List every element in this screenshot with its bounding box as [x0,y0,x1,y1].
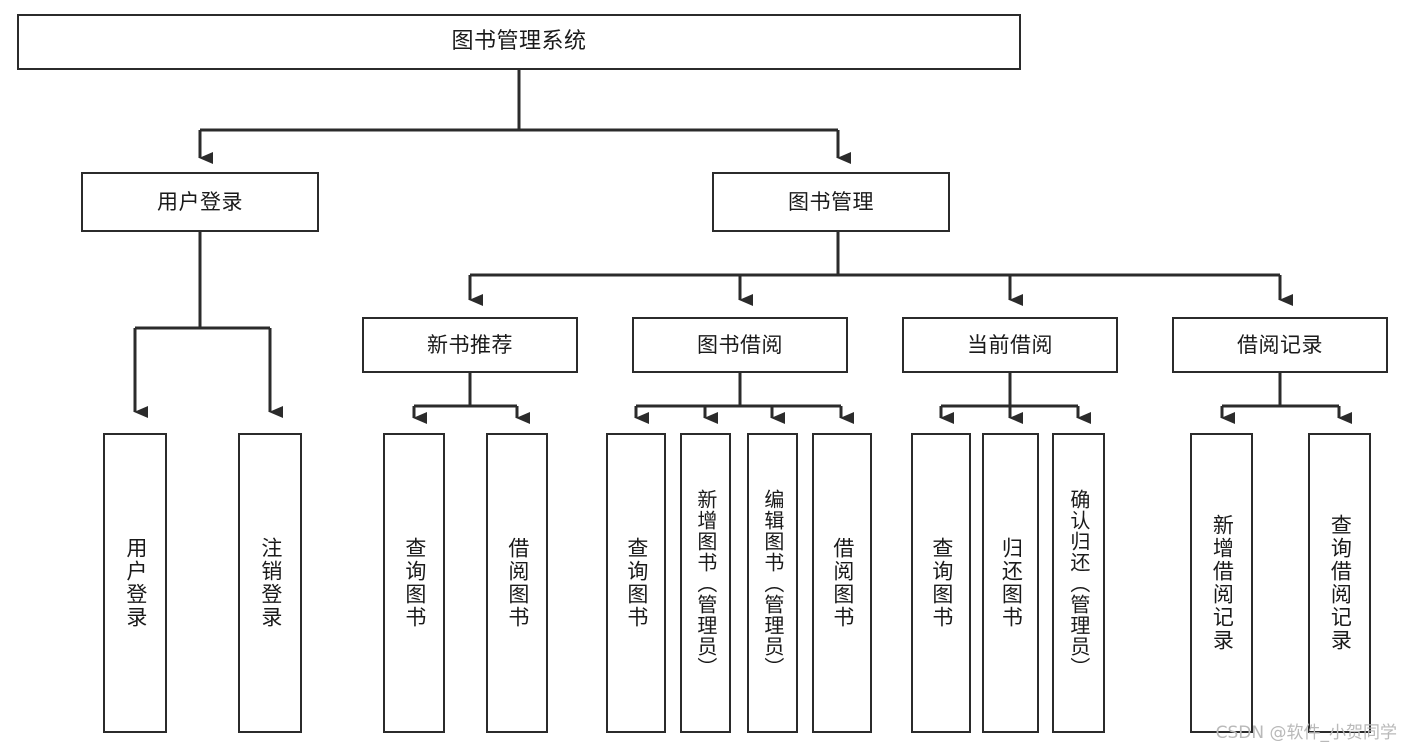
node-label: 借阅记录 [1237,332,1323,357]
node-label: 新增图书（管理员） [693,488,718,678]
node-label: 图书管理系统 [451,29,587,55]
node-current-borrowing[interactable]: 当前借阅 [902,317,1118,373]
node-label: 查询借阅记录 [1328,514,1353,652]
node-user-login[interactable]: 用户登录 [81,172,319,232]
node-label: 图书借阅 [697,332,783,357]
node-leaf-newbook-borrow-books[interactable]: 借阅图书 [486,433,548,733]
node-label: 新增借阅记录 [1210,514,1235,652]
node-label: 用户登录 [157,189,243,214]
node-label: 当前借阅 [967,332,1053,357]
node-leaf-borrowrecord-add-record[interactable]: 新增借阅记录 [1190,433,1253,733]
node-leaf-currentborrow-query-books[interactable]: 查询图书 [911,433,971,733]
node-leaf-bookborrow-query-books[interactable]: 查询图书 [606,433,666,733]
node-label: 查询图书 [624,537,649,629]
node-label: 查询图书 [929,537,954,629]
node-new-book-recommendation[interactable]: 新书推荐 [362,317,578,373]
node-label: 注销登录 [258,537,283,629]
node-book-management[interactable]: 图书管理 [712,172,950,232]
node-label: 查询图书 [402,537,427,629]
node-label: 编辑图书（管理员） [760,488,785,678]
node-label: 用户登录 [123,537,148,629]
node-borrowing-records[interactable]: 借阅记录 [1172,317,1388,373]
node-label: 图书管理 [788,189,874,214]
node-leaf-currentborrow-confirm-return-admin[interactable]: 确认归还（管理员） [1052,433,1105,733]
node-leaf-user-login-signin[interactable]: 用户登录 [103,433,167,733]
node-label: 确认归还（管理员） [1066,488,1091,678]
node-label: 归还图书 [999,537,1024,629]
node-label: 新书推荐 [427,332,513,357]
node-leaf-currentborrow-return-books[interactable]: 归还图书 [982,433,1039,733]
node-leaf-newbook-query-books[interactable]: 查询图书 [383,433,445,733]
node-leaf-bookborrow-add-book-admin[interactable]: 新增图书（管理员） [680,433,731,733]
node-book-borrowing[interactable]: 图书借阅 [632,317,848,373]
node-leaf-borrowrecord-query-record[interactable]: 查询借阅记录 [1308,433,1371,733]
node-label: 借阅图书 [505,537,530,629]
node-leaf-user-login-logout[interactable]: 注销登录 [238,433,302,733]
node-leaf-bookborrow-borrow-books[interactable]: 借阅图书 [812,433,872,733]
node-label: 借阅图书 [830,537,855,629]
node-leaf-bookborrow-edit-book-admin[interactable]: 编辑图书（管理员） [747,433,798,733]
node-root-book-management-system[interactable]: 图书管理系统 [17,14,1021,70]
csdn-watermark: CSDN @软件_小贺同学 [1215,723,1397,743]
